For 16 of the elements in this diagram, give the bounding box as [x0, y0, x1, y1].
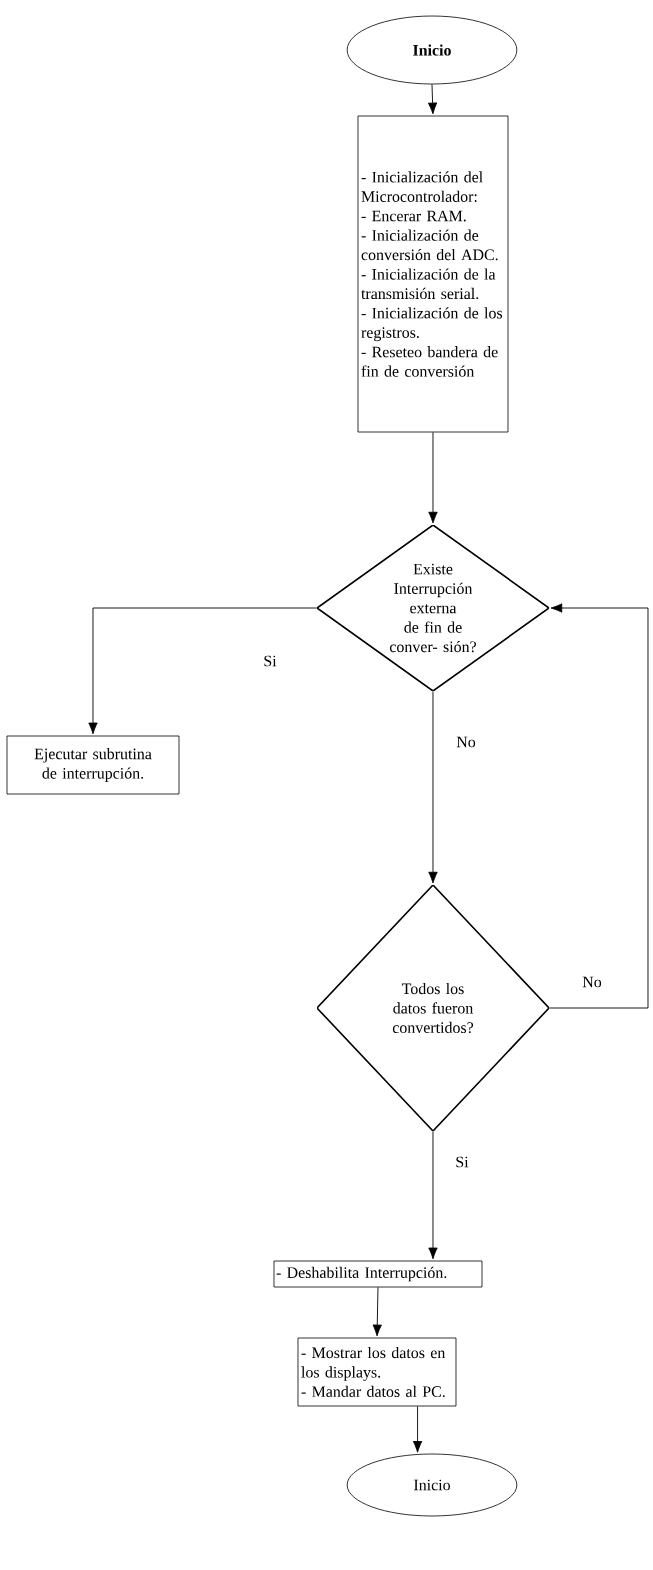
arrow [428, 1130, 438, 1260]
arrow [88, 607, 318, 735]
edge-label: No [581, 975, 603, 989]
process-box: - Mostrar los datos en los displays. - Mandar datos al PC. [297, 1337, 457, 1407]
edge-label: No [455, 735, 477, 749]
arrow [548, 603, 649, 1009]
arrow [428, 431, 438, 524]
process-box: Ejecutar subrutina de interrupción. [6, 735, 180, 795]
process-box: - Deshabilita Interrupción. [273, 1260, 483, 1288]
edge-label: Si [262, 654, 278, 668]
arrow [372, 1286, 382, 1337]
arrow [427, 83, 438, 115]
process-box: - Inicialización del Microcontrolador: - Encerar RAM. - Inicialización de conversión del ADC. - Inicialización de la transmisión serial. - Inicialización de los registros. - Reseteo bandera de fin de conversión [357, 115, 509, 433]
arrow [428, 690, 438, 884]
edge-label: Si [454, 1155, 470, 1169]
arrow [412, 1405, 423, 1453]
